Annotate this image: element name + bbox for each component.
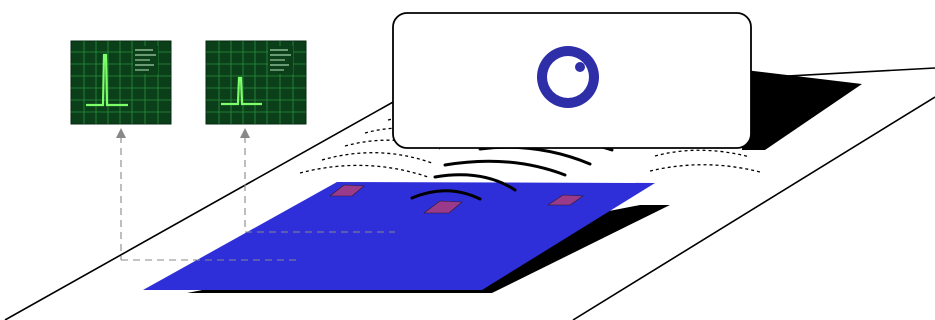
- scope-readout-lines: [270, 49, 291, 71]
- sheet-under-inspection: [143, 182, 655, 290]
- scanner-shadow: [742, 70, 862, 150]
- signal-connectors: [120, 136, 395, 261]
- sensor-eye-icon: [537, 46, 599, 108]
- defect-marker: [423, 200, 463, 214]
- defect-marker: [329, 184, 365, 197]
- oscilloscope-left: [70, 40, 172, 125]
- scope-trace: [86, 53, 128, 107]
- scope-trace: [221, 76, 262, 106]
- scope-readout-lines: [135, 49, 156, 71]
- arrow-up-icon: [116, 128, 126, 138]
- arrow-up-icon: [240, 128, 250, 138]
- scanner-housing: [392, 12, 752, 149]
- scope-grid: [71, 41, 171, 124]
- oscilloscope-right: [205, 40, 307, 125]
- defect-markers: [329, 184, 584, 214]
- defect-marker: [547, 194, 584, 206]
- connector-arrowheads: [116, 128, 250, 138]
